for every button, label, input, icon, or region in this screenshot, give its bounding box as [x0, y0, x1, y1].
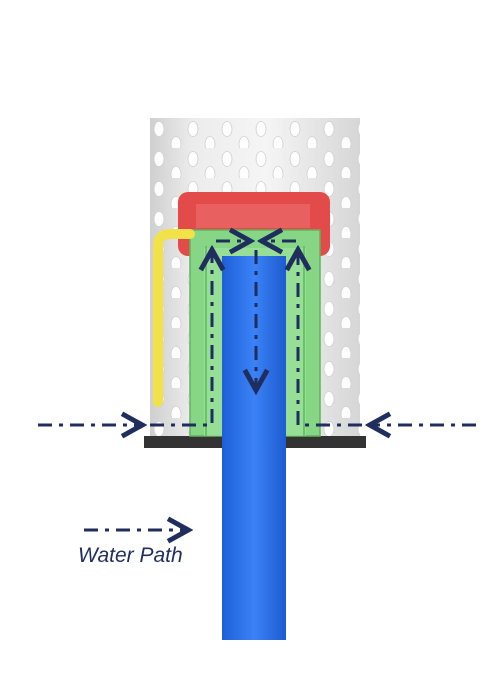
- blue-outlet-pipe: [222, 256, 286, 640]
- water-path-arrows: [38, 241, 476, 425]
- path-arrow-right-up: [298, 252, 362, 427]
- yellow-pipe: [153, 229, 195, 407]
- legend-label: Water Path: [78, 544, 183, 567]
